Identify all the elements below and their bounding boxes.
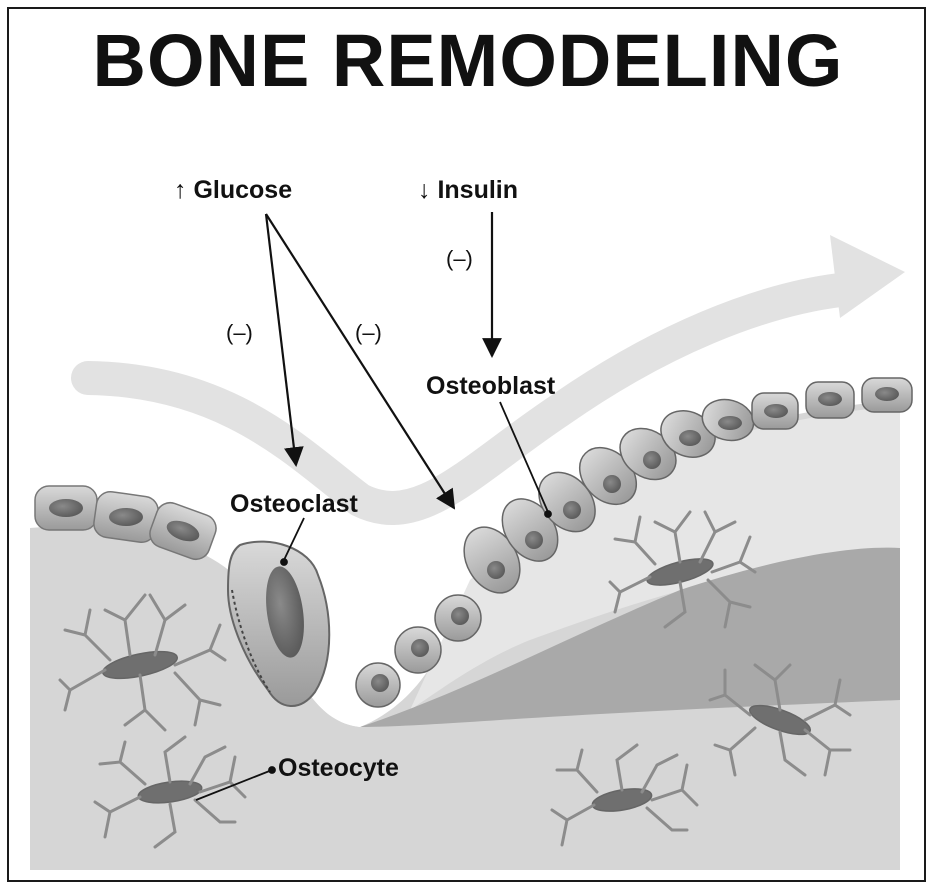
glucose-osteoclast-inhibition-sign: (–) — [226, 320, 253, 346]
insulin-text: Insulin — [437, 176, 518, 204]
insulin-inhibition-sign: (–) — [446, 246, 473, 272]
insulin-label: ↓ Insulin — [418, 176, 518, 205]
glucose-label: ↑ Glucose — [174, 176, 292, 205]
osteocyte-label: Osteocyte — [278, 754, 399, 783]
glucose-text: Glucose — [193, 176, 292, 204]
osteoclast-label: Osteoclast — [230, 490, 358, 519]
page-title: BONE REMODELING — [0, 18, 936, 103]
down-arrow-icon: ↓ — [418, 176, 431, 204]
osteoblast-label: Osteoblast — [426, 372, 555, 401]
diagram-frame — [7, 7, 926, 882]
up-arrow-icon: ↑ — [174, 176, 187, 204]
glucose-osteoblast-inhibition-sign: (–) — [355, 320, 382, 346]
